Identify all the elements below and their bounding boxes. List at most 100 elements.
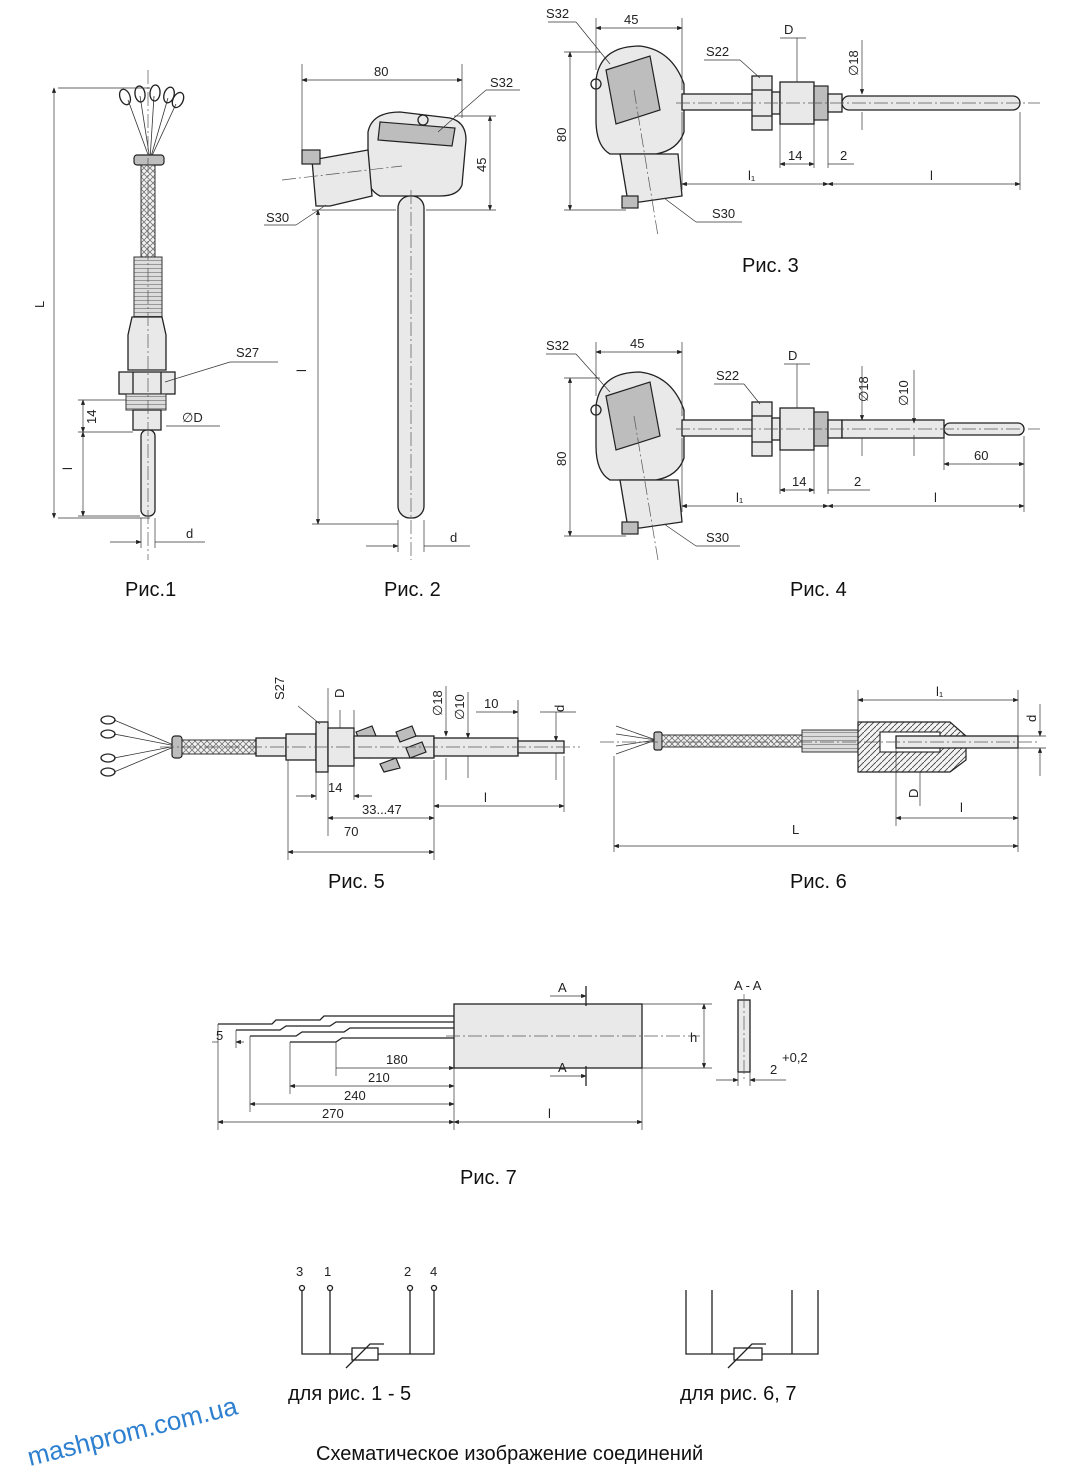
fig7-label-240: 240	[344, 1088, 366, 1103]
fig2-label-l: l	[294, 369, 309, 372]
fig4-caption: Рис. 4	[790, 579, 847, 601]
thermistor-left	[351, 1347, 379, 1361]
fig7-label-tol: 2	[770, 1062, 777, 1077]
figure-4: 45 S32 80 S22 D ∅18 ∅10 60	[546, 336, 1040, 601]
fig5-label-70: 70	[344, 824, 358, 839]
fig7-lead-wires	[218, 1015, 454, 1043]
fig3-label-2: 2	[840, 148, 847, 163]
fig4-label-80: 80	[554, 452, 569, 466]
fig7-label-tol-sup: +0,2	[782, 1050, 808, 1065]
schematic-left: 3 1 2 4	[296, 1264, 437, 1369]
fig7-label-l: l	[548, 1106, 551, 1121]
fig2-caption: Рис. 2	[384, 579, 441, 601]
fig4-label-14: 14	[792, 474, 806, 489]
fig3-caption: Рис. 3	[742, 255, 799, 277]
terminal-4: 4	[430, 1264, 437, 1279]
schematic-right-caption: для рис. 6, 7	[680, 1383, 797, 1405]
fig7-label-A-top: A	[558, 980, 567, 995]
fig4-label-l1: l₁	[736, 490, 744, 505]
watermark: mashprom.com.ua	[24, 1390, 241, 1471]
fig4-cable-gland	[619, 479, 683, 529]
fig7-label-5: 5	[216, 1028, 223, 1043]
fig5-label-S27: S27	[272, 677, 287, 700]
fig7-label-270: 270	[322, 1106, 344, 1121]
fig2-cable-gland	[311, 149, 373, 207]
fig3-label-S32: S32	[546, 6, 569, 21]
fig2-label-S32: S32	[490, 75, 513, 90]
fig4-label-dia10: ∅10	[896, 380, 911, 406]
terminal-2: 2	[404, 1264, 411, 1279]
fig4-label-2: 2	[854, 474, 861, 489]
figure-7: A A h A - A 2 +0,2 5 180 210	[212, 978, 808, 1189]
fig5-wire-leads	[100, 715, 183, 777]
fig6-wire-leads	[615, 725, 657, 755]
fig6-label-d: d	[1024, 715, 1039, 722]
fig5-label-D: D	[332, 689, 347, 698]
fig5-label-33-47: 33...47	[362, 802, 402, 817]
fig3-cable-gland	[619, 153, 683, 203]
schematic-left-caption: для рис. 1 - 5	[288, 1383, 411, 1405]
fig2-label-d: d	[450, 530, 457, 545]
fig6-label-L: L	[792, 822, 799, 837]
fig6-thread	[801, 729, 859, 753]
fig5-label-l: l	[484, 790, 487, 805]
figure-1: L 14 l S27 ∅D d Рис.1	[32, 70, 278, 601]
schematic-right	[685, 1290, 819, 1369]
fig1-label-14: 14	[84, 410, 99, 424]
fig3-label-80: 80	[554, 128, 569, 142]
fig1-wire-leads	[118, 84, 185, 166]
fig3-label-S30: S30	[712, 206, 735, 221]
fig3-label-14: 14	[788, 148, 802, 163]
fig6-label-D: D	[906, 789, 921, 798]
fig6-label-l1: l₁	[936, 684, 944, 699]
fig5-label-dia10: ∅10	[452, 694, 467, 720]
fig7-label-210: 210	[368, 1070, 390, 1085]
fig6-caption: Рис. 6	[790, 871, 847, 893]
fig1-label-l: l	[60, 467, 75, 470]
fig3-label-l: l	[930, 168, 933, 183]
fig1-label-L: L	[32, 301, 47, 308]
fig7-label-180: 180	[386, 1052, 408, 1067]
fig3-label-S22: S22	[706, 44, 729, 59]
fig5-label-14: 14	[328, 780, 342, 795]
fig1-body	[127, 316, 167, 371]
fig4-label-dia18: ∅18	[856, 376, 871, 402]
fig1-label-S27: S27	[236, 345, 259, 360]
fig7-caption: Рис. 7	[460, 1167, 517, 1189]
fig1-label-diaD: ∅D	[182, 410, 203, 425]
fig5-label-d: d	[552, 705, 567, 712]
fig1-label-d: d	[186, 526, 193, 541]
fig3-label-45: 45	[624, 12, 638, 27]
figure-5: S27 D ∅18 ∅10 10 d 14 33...47	[100, 677, 580, 893]
schematics-title: Схематическое изображение соединений	[316, 1443, 703, 1465]
fig2-label-80: 80	[374, 64, 388, 79]
fig6-braided-cable	[661, 734, 803, 748]
fig5-label-10: 10	[484, 696, 498, 711]
fig4-label-45: 45	[630, 336, 644, 351]
fig2-label-S30: S30	[266, 210, 289, 225]
figure-6: l₁ d D l L Рис. 6	[600, 684, 1046, 893]
fig3-label-D: D	[784, 22, 793, 37]
fig3-label-l1: l₁	[748, 168, 756, 183]
fig5-caption: Рис. 5	[328, 871, 385, 893]
figure-2: 80 45 S32 S30 l d Рис. 2	[264, 64, 520, 601]
fig4-label-60: 60	[974, 448, 988, 463]
fig3-label-dia18: ∅18	[846, 50, 861, 76]
fig1-thread	[125, 393, 167, 411]
fig1-hex-nut	[118, 371, 176, 395]
fig4-label-D: D	[788, 348, 797, 363]
fig7-label-A-bottom: A	[558, 1060, 567, 1075]
fig7-label-section: A - A	[734, 978, 762, 993]
fig1-caption: Рис.1	[125, 579, 176, 601]
terminal-3: 3	[296, 1264, 303, 1279]
fig4-label-S22: S22	[716, 368, 739, 383]
fig4-label-S32: S32	[546, 338, 569, 353]
terminal-1: 1	[324, 1264, 331, 1279]
fig6-label-l: l	[960, 800, 963, 815]
fig2-label-45: 45	[474, 158, 489, 172]
figure-3: 45 S32 80 S22 D ∅18 14 2 l₁ l	[546, 6, 1040, 277]
fig7-label-h: h	[690, 1030, 697, 1045]
fig4-label-l: l	[934, 490, 937, 505]
